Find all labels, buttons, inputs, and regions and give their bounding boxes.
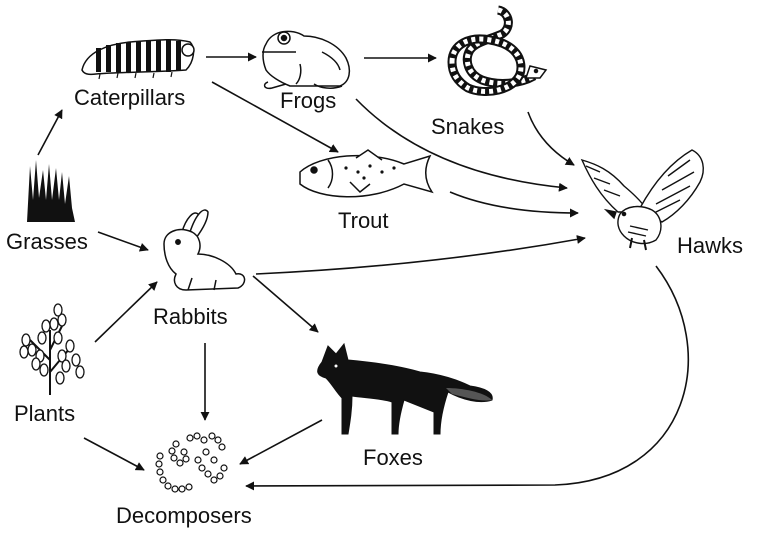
plant-icon xyxy=(19,303,85,395)
arrow-hawks-decomposers xyxy=(245,265,689,491)
label-grasses: Grasses xyxy=(6,229,88,254)
label-foxes: Foxes xyxy=(363,445,423,470)
caterpillar-icon xyxy=(81,38,195,80)
label-trout: Trout xyxy=(338,208,389,233)
label-caterpillars: Caterpillars xyxy=(74,85,186,110)
label-frogs: Frogs xyxy=(280,88,337,113)
label-plants: Plants xyxy=(14,401,76,426)
arrow-plants-decomposers xyxy=(83,437,145,471)
arrows xyxy=(37,52,689,491)
grass-icon xyxy=(27,160,75,222)
arrow-plants-rabbits xyxy=(94,281,158,343)
frog-icon xyxy=(262,30,351,90)
arrow-rabbits-foxes xyxy=(252,275,319,333)
hawk-icon xyxy=(580,149,704,251)
fox-icon xyxy=(317,342,493,435)
snake-icon xyxy=(447,5,548,96)
arrow-caterpillars-trout xyxy=(211,81,339,153)
decomposers-icon xyxy=(155,432,228,493)
label-snakes: Snakes xyxy=(431,114,505,139)
label-rabbits: Rabbits xyxy=(153,304,228,329)
arrow-grasses-caterpillars xyxy=(37,109,63,156)
arrow-grasses-rabbits xyxy=(97,231,149,252)
arrow-foxes-decomposers xyxy=(239,419,323,465)
arrow-frogs-hawks xyxy=(355,98,568,192)
arrow-snakes-hawks xyxy=(527,111,575,166)
trout-icon xyxy=(299,149,434,198)
arrow-rabbits-hawks xyxy=(255,235,586,275)
rabbit-icon xyxy=(163,209,246,291)
label-decomposers: Decomposers xyxy=(116,503,252,528)
arrow-trout-hawks xyxy=(449,191,579,218)
label-hawks: Hawks xyxy=(677,233,744,258)
